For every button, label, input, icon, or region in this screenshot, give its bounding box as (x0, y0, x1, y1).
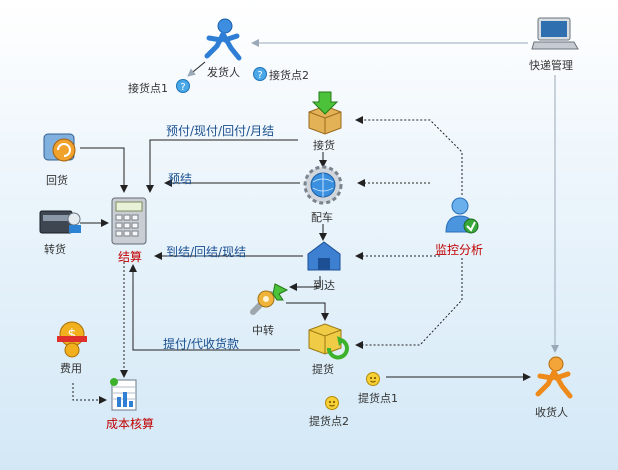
delivery-box-icon (305, 318, 349, 360)
svg-text:?: ? (180, 82, 185, 93)
help-bubble-icon: ? (253, 67, 267, 81)
delivery-point-2-label: 提货点2 (309, 415, 349, 428)
dispatch-globe-icon (302, 164, 344, 206)
svg-text:$: $ (68, 327, 77, 343)
transfer-goods-icon (38, 207, 82, 237)
delivery-payment-label: 提付/代收货款 (163, 337, 240, 351)
shipper-person-icon (203, 18, 243, 62)
pickup-point-2-label: 接货点2 (269, 69, 309, 82)
transfer-goods-label: 转货 (44, 243, 66, 256)
delivery-point-1-label: 提货点1 (358, 392, 398, 405)
receive-goods-label: 接货 (313, 139, 335, 152)
help-bubble-icon: ? (176, 79, 190, 93)
arrival-house-icon (306, 240, 342, 272)
edge-arrival-to-transshipment (289, 276, 321, 291)
cost-accounting-icon (108, 378, 140, 412)
receive-box-icon (305, 90, 345, 135)
laptop-icon (531, 16, 579, 52)
prepaid-settlement-label: 预结 (168, 172, 193, 186)
edge-delivery-to-settlement (129, 264, 300, 351)
transshipment-icon (249, 282, 289, 318)
smiley-icon (366, 372, 380, 386)
receiver-person-icon (534, 356, 576, 400)
edge-monitor-to-delivery (355, 258, 463, 349)
calculator-icon (110, 196, 148, 246)
return-goods-label: 回货 (46, 174, 68, 187)
smiley-icon (325, 396, 339, 410)
edge-fees-to-cost (72, 383, 107, 404)
fees-label: 费用 (60, 362, 82, 375)
edge-monitor-to-receive (355, 116, 463, 195)
receiver-label: 收货人 (535, 406, 568, 419)
edge-receive-to-settlement (146, 139, 298, 193)
express-management-label: 快递管理 (529, 59, 573, 72)
edge-return-to-settlement (80, 147, 128, 193)
edge-transshipment-to-delivery (286, 302, 329, 321)
monitor-people-icon (440, 196, 480, 238)
dispatch-label: 配车 (311, 211, 333, 224)
svg-text:?: ? (257, 70, 262, 81)
shipper-label: 发货人 (207, 66, 240, 79)
arrival-label: 到达 (313, 279, 335, 292)
payment-terms-label: 预付/现付/回付/月结 (166, 124, 275, 138)
edge-shipper-to-pickup1 (187, 61, 206, 77)
cost-accounting-label: 成本核算 (106, 417, 155, 431)
monitoring-analysis-label: 监控分析 (435, 243, 484, 257)
fees-coin-icon: $ (55, 320, 89, 358)
pickup-point-1-label: 接货点1 (128, 82, 168, 95)
transshipment-label: 中转 (252, 324, 274, 337)
arrival-settlement-label: 到结/回结/现结 (166, 245, 247, 259)
delivery-label: 提货 (312, 363, 334, 376)
return-goods-icon (40, 128, 82, 168)
settlement-label: 结算 (118, 250, 143, 264)
